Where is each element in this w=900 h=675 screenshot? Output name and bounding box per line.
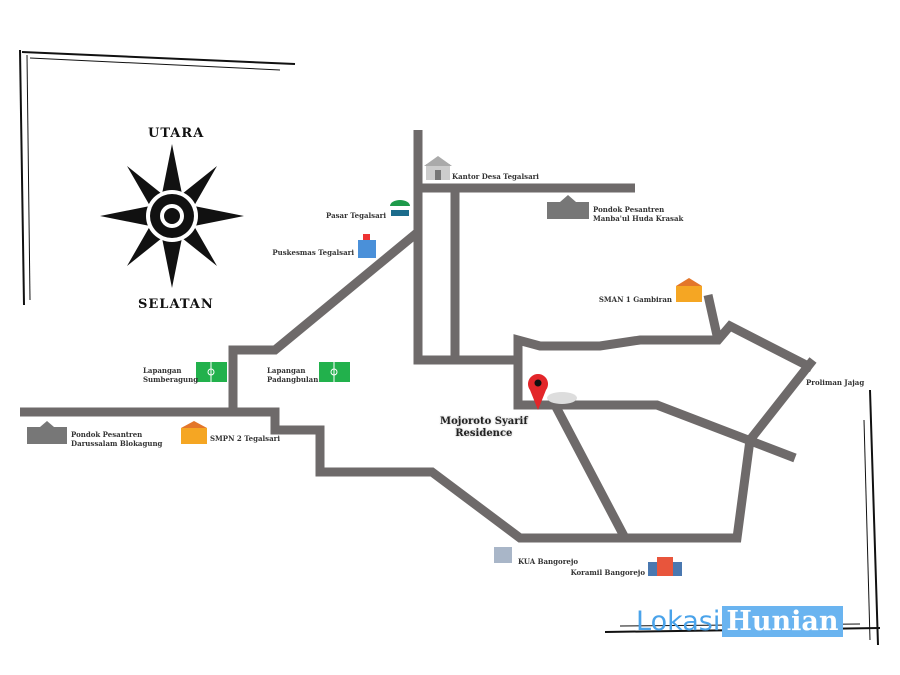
- hospital-icon: [358, 234, 376, 258]
- label-proliman: Proliman Jajag: [806, 378, 865, 387]
- smpn-icon: [181, 421, 207, 444]
- market-icon: [390, 200, 410, 216]
- pondok-manba-icon: [547, 195, 589, 219]
- label-sman: SMAN 1 Gambiran: [598, 295, 672, 304]
- label-smpn: SMPN 2 Tegalsari: [210, 434, 280, 443]
- compass-north-label: UTARA: [148, 126, 205, 141]
- label-kantor-desa: Kantor Desa Tegalsari: [452, 172, 539, 181]
- field-sumberagung-icon: [196, 362, 227, 382]
- destination-name-line2: Residence: [455, 428, 513, 439]
- compass-rose-icon: [100, 144, 244, 288]
- watermark-part1: Lokasi: [636, 606, 721, 637]
- location-pin-icon: [528, 373, 548, 410]
- roads: [20, 130, 817, 543]
- watermark-part2: Hunian: [722, 606, 843, 637]
- destination-name-line1: Mojoroto Syarif: [440, 416, 528, 427]
- label-pasar: Pasar Tegalsari: [326, 211, 386, 220]
- label-kua: KUA Bangorejo: [518, 557, 579, 566]
- pondok-darussalam-icon: [27, 421, 67, 444]
- label-koramil: Koramil Bangorejo: [570, 568, 645, 577]
- pin-shadow: [547, 392, 577, 404]
- frame-top-left: [19, 49, 296, 306]
- koramil-icon: [648, 557, 682, 576]
- kua-icon: [494, 547, 512, 563]
- compass-south-label: SELATAN: [138, 297, 214, 312]
- label-puskesmas: Puskesmas Tegalsari: [272, 248, 354, 257]
- sman-icon: [676, 278, 702, 302]
- field-padangbulan-icon: [319, 362, 350, 382]
- kantor-desa-icon: [424, 156, 452, 180]
